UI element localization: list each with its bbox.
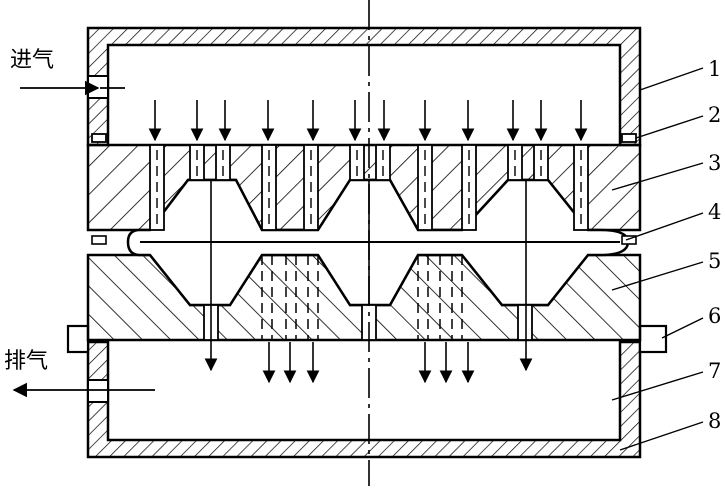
upper-air-box xyxy=(86,26,642,147)
callout-2: 2 xyxy=(708,103,721,127)
outflow-arrows xyxy=(262,342,475,384)
lower-air-box xyxy=(66,324,668,459)
exhaust-label: 排气 xyxy=(4,349,48,374)
mold-cavity xyxy=(91,178,637,307)
callout-4: 4 xyxy=(708,200,721,224)
upper-dashed-flow xyxy=(156,150,582,225)
cavity-arrows xyxy=(204,180,533,372)
callout-7: 7 xyxy=(708,359,721,383)
lower-dashed-vents xyxy=(261,255,463,340)
callout-3: 3 xyxy=(708,151,721,175)
callout-8: 8 xyxy=(708,409,721,433)
callout-1: 1 xyxy=(708,57,721,81)
callout-numbers: 1 2 3 4 5 6 7 8 xyxy=(708,57,721,433)
inlet-label: 进气 xyxy=(10,48,54,73)
inflow-arrows xyxy=(148,100,588,142)
callout-6: 6 xyxy=(708,304,721,328)
callout-leaders xyxy=(611,67,704,451)
callout-5: 5 xyxy=(708,249,721,273)
